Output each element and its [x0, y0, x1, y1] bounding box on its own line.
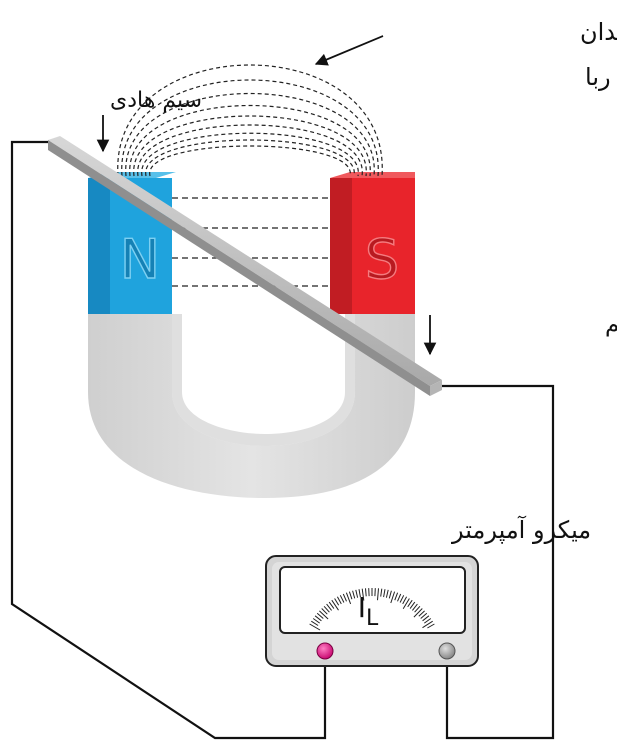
dial-tick: [414, 605, 421, 613]
dial-tick: [314, 615, 322, 622]
field-line-arc: [117, 64, 383, 177]
dial-tick: [328, 601, 335, 609]
field-line-arc: [145, 139, 355, 177]
current-label-subscript: L: [366, 606, 379, 631]
dial-tick: [422, 615, 430, 622]
dial-tick: [407, 599, 413, 608]
left-circuit-wire: [10, 140, 327, 740]
dial-tick: [390, 591, 396, 604]
field-lines-label-line1: خطوط میدان: [580, 18, 617, 46]
north-pole-letter: N: [120, 228, 160, 291]
right-circuit-wire: [442, 384, 555, 740]
rod-end-face: [430, 380, 442, 396]
dial-tick: [402, 598, 410, 609]
dial-tick: [342, 593, 347, 602]
north-pole-side: [88, 178, 110, 314]
magnetic-field-lines: [117, 64, 383, 287]
dial-tick: [394, 592, 399, 601]
dial-tick: [316, 612, 324, 619]
motion-label: جهت حرکت سیم: [605, 311, 617, 337]
dial-tick: [388, 590, 392, 599]
dial-tick: [339, 595, 345, 603]
wire-label: سیم هادی: [110, 88, 202, 113]
dial-tick: [397, 593, 402, 602]
conducting-wire-rod: [48, 136, 442, 396]
dial-tick: [348, 591, 353, 600]
field-line-arc: [129, 104, 371, 177]
ammeter-label: میکرو آمپرمتر: [451, 515, 591, 544]
dial-tick: [427, 623, 435, 629]
dial-tick: [399, 595, 405, 603]
south-pole-top: [330, 172, 415, 178]
dial-tick: [377, 588, 379, 601]
circuit-wires: [10, 140, 555, 740]
field-line-arc: [137, 124, 363, 177]
dial-tick: [420, 612, 428, 619]
dial-tick: [383, 589, 386, 598]
dial-tick: [331, 599, 339, 611]
field-lines-pointer-arrow: [314, 35, 384, 66]
ammeter-dial-scale: [309, 588, 435, 631]
dial-tick: [412, 603, 418, 611]
dial-tick: [312, 618, 320, 624]
dial-tick: [321, 608, 328, 615]
rod-top-face: [48, 136, 442, 386]
ammeter-dial-face: [279, 566, 466, 634]
micro-ammeter: IL: [265, 555, 479, 667]
south-pole-side: [330, 178, 352, 314]
magnet-body: [88, 314, 415, 498]
dial-tick: [385, 589, 389, 598]
dial-tick: [413, 608, 423, 618]
dial-tick: [402, 596, 408, 605]
dial-tick: [365, 588, 367, 597]
dial-tick: [311, 620, 319, 626]
dial-tick: [380, 588, 383, 597]
dial-tick: [334, 598, 340, 606]
field-line-arc: [149, 145, 351, 177]
current-label-main: I: [358, 591, 366, 624]
horseshoe-magnet: N S: [88, 172, 415, 498]
right-terminal[interactable]: [438, 642, 456, 660]
dial-tick: [409, 601, 416, 609]
dial-tick: [355, 589, 359, 598]
dial-tick: [358, 589, 361, 598]
dial-tick: [323, 605, 330, 613]
dial-tick: [336, 596, 342, 605]
field-line-arc: [133, 115, 367, 177]
dial-tick: [422, 620, 433, 629]
rod-side-face: [48, 140, 430, 396]
north-pole: N: [88, 172, 176, 314]
south-pole-letter: S: [365, 228, 399, 291]
south-pole: S: [330, 172, 415, 314]
field-line-arc: [141, 132, 359, 177]
current-label: IL: [358, 591, 379, 631]
field-lines-label-line2: مغناطیسی آهن ربا: [585, 62, 617, 91]
dial-tick: [326, 603, 332, 611]
dial-tick: [319, 610, 329, 620]
dial-tick: [352, 590, 356, 599]
annotations: خطوط میدان مغناطیسی آهن ربا سیم هادی جهت…: [96, 18, 617, 544]
dial-tick: [309, 623, 321, 631]
dial-tick: [424, 618, 432, 624]
left-terminal[interactable]: [316, 642, 334, 660]
dial-tick: [361, 588, 365, 601]
magnet-body-shade: [172, 314, 355, 446]
dial-tick: [418, 610, 425, 617]
dial-tick: [345, 592, 352, 605]
